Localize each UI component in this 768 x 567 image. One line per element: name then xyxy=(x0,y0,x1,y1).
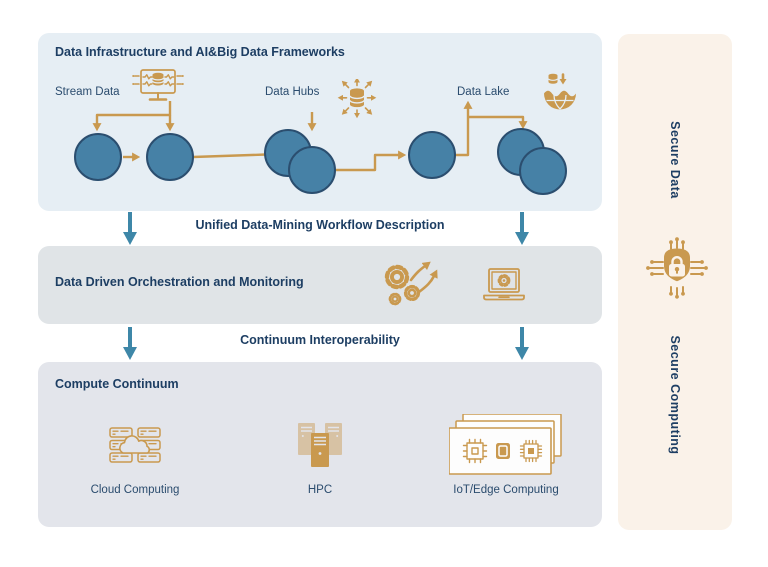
down-arrow-icon xyxy=(515,212,529,245)
hpc-icon xyxy=(298,423,342,467)
secure-chip-icon xyxy=(646,237,708,299)
compute-item-cloud: Cloud Computing xyxy=(60,412,210,496)
workflow-node xyxy=(74,133,122,181)
iot-edge-icon xyxy=(449,414,562,475)
secure-data-label: Secure Data xyxy=(668,121,682,199)
data-hubs-label: Data Hubs xyxy=(265,86,320,98)
cloud-computing-icon xyxy=(109,427,161,463)
stream-data-label: Stream Data xyxy=(55,86,120,98)
iot-edge-computing-label: IoT/Edge Computing xyxy=(453,484,559,496)
compute-item-hpc: HPC xyxy=(245,412,395,496)
workflow-flow-graphic xyxy=(74,100,567,195)
data-lake-icon xyxy=(544,73,576,110)
down-arrow-icon xyxy=(123,212,137,245)
laptop-gear-icon xyxy=(483,268,525,301)
gears-arrows-icon xyxy=(384,261,438,306)
security-sidebar: Secure Data Secure Computing xyxy=(618,34,732,530)
compute-item-iot: IoT/Edge Computing xyxy=(431,412,581,496)
workflow-node xyxy=(408,131,456,179)
down-arrow-icon xyxy=(515,327,529,360)
compute-continuum-title: Compute Continuum xyxy=(55,377,179,391)
data-lake-label: Data Lake xyxy=(457,86,510,98)
data-infrastructure-panel: Data Infrastructure and AI&Big Data Fram… xyxy=(38,33,602,211)
workflow-node xyxy=(288,146,336,194)
hpc-label: HPC xyxy=(307,484,333,496)
orchestration-title: Data Driven Orchestration and Monitoring xyxy=(55,275,304,289)
compute-continuum-panel: Compute Continuum Cloud Computin xyxy=(38,362,602,527)
data-hubs-icon xyxy=(337,79,377,119)
data-infrastructure-title: Data Infrastructure and AI&Big Data Fram… xyxy=(55,45,345,59)
orchestration-panel: Data Driven Orchestration and Monitoring xyxy=(38,246,602,324)
workflow-caption: Unified Data-Mining Workflow Description xyxy=(195,218,445,232)
secure-computing-label: Secure Computing xyxy=(668,335,682,455)
cloud-computing-label: Cloud Computing xyxy=(90,484,180,496)
down-arrow-icon xyxy=(123,327,137,360)
interoperability-caption: Continuum Interoperability xyxy=(240,333,400,347)
workflow-node xyxy=(146,133,194,181)
stream-data-icon xyxy=(132,69,184,101)
workflow-node xyxy=(519,147,567,195)
